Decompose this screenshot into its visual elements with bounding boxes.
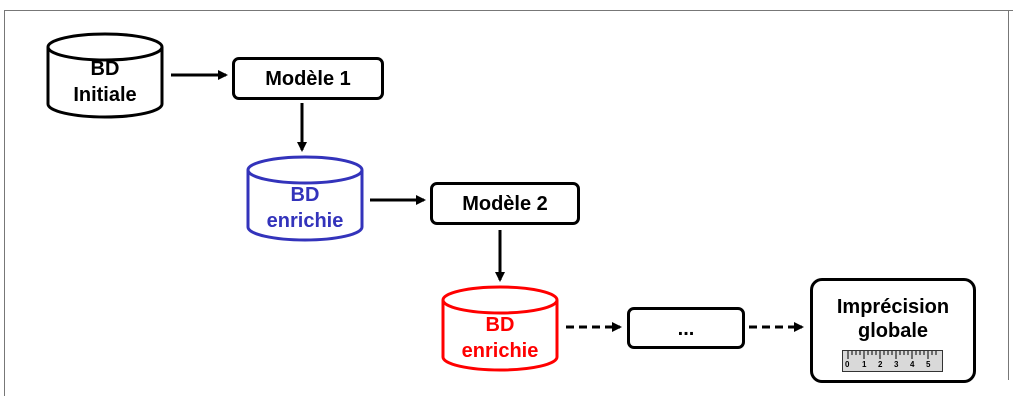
model2-box: Modèle 2: [430, 182, 580, 225]
frame-left-border: [4, 10, 5, 396]
global-imprecision-label-line2: globale: [857, 320, 928, 342]
ruler-tick-5: 5: [926, 360, 931, 369]
ruler-tick-0: 0: [845, 360, 850, 369]
ruler-tick-1: 1: [862, 360, 867, 369]
ruler-tick-2: 2: [878, 360, 883, 369]
ruler-tick-marks: [847, 351, 937, 359]
frame-top-border: [4, 10, 1013, 11]
ellipsis-box: ...: [627, 307, 745, 349]
ruler-icon: 0 1 2 3 4 5: [842, 350, 943, 372]
db-enriched-1-cylinder: [246, 155, 364, 242]
global-imprecision-label-line1: Imprécision: [836, 296, 950, 318]
model1-label: Modèle 1: [265, 68, 351, 90]
db-enriched-2-label-line2: enrichie: [461, 340, 539, 362]
db-enriched-2-cylinder: [441, 285, 559, 372]
db-initial-label-line2: Initiale: [73, 84, 137, 106]
model2-label: Modèle 2: [462, 193, 548, 215]
db-enriched-1-label-line1: BD: [290, 184, 320, 206]
ruler-tick-3: 3: [894, 360, 899, 369]
db-enriched-2-label-line1: BD: [485, 314, 515, 336]
db-enriched-1-label-line2: enrichie: [266, 210, 344, 232]
ellipsis-label: ...: [677, 318, 695, 340]
db-initial-cylinder: [46, 32, 164, 119]
db-initial-label-line1: BD: [90, 58, 120, 80]
frame-right-border: [1008, 10, 1009, 380]
ruler-tick-4: 4: [910, 360, 915, 369]
model1-box: Modèle 1: [232, 57, 384, 100]
